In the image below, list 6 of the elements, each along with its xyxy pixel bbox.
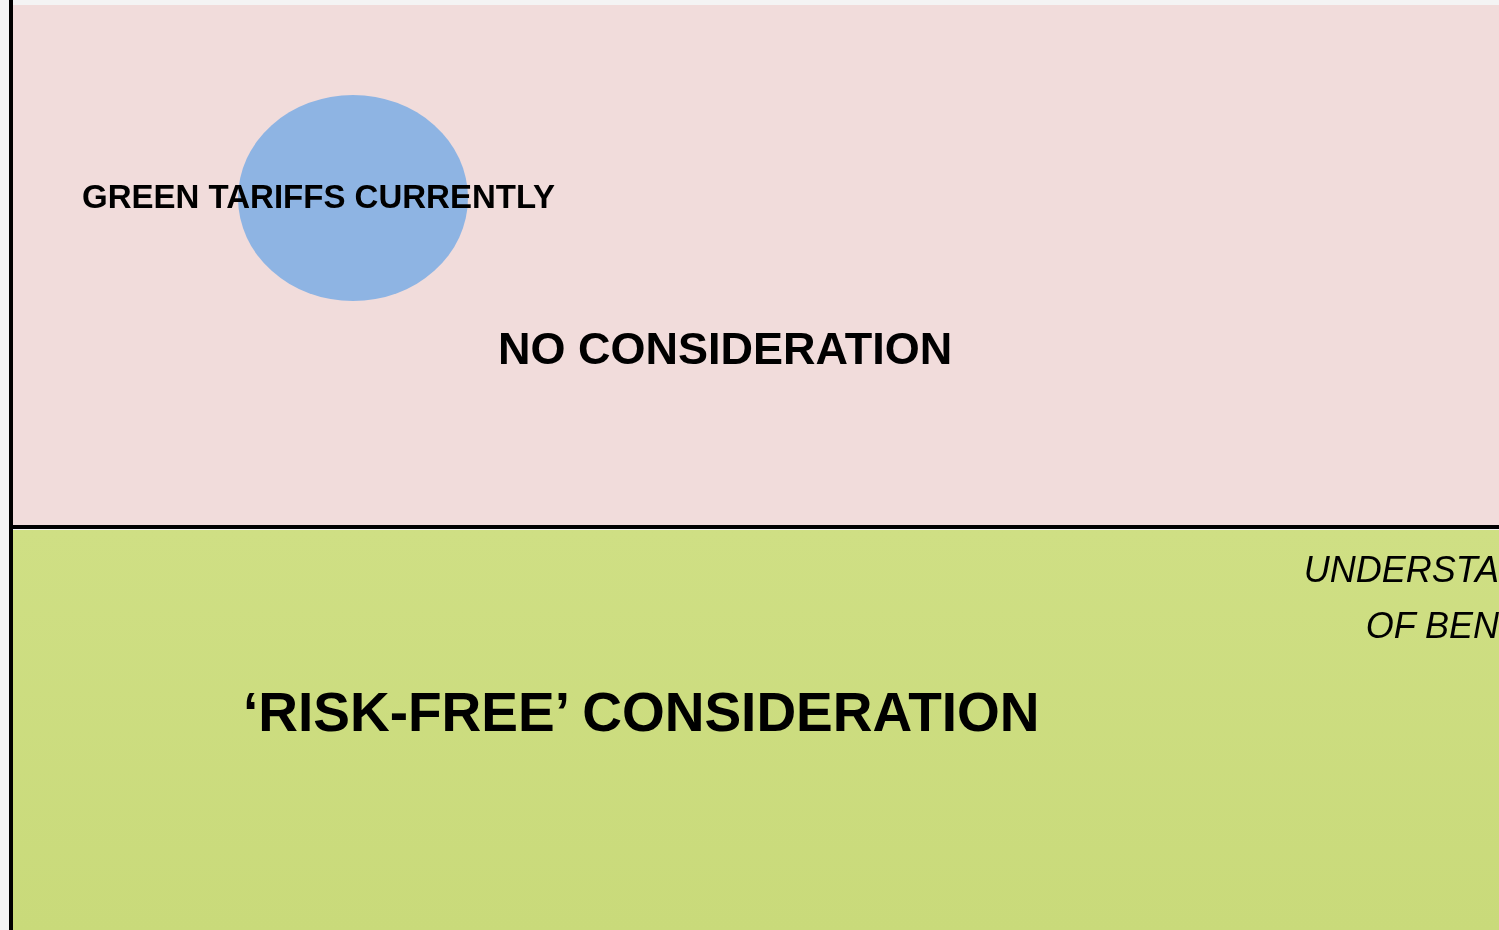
region-label: GREEN TARIFFS CURRENTLY	[82, 178, 556, 216]
axis-label: UNDERSTA OF BEN	[1302, 548, 1499, 648]
quadrant-band	[12, 530, 1499, 930]
quadrant-band	[12, 5, 1499, 527]
region-label: ‘RISK-FREE’ CONSIDERATION	[243, 680, 1040, 744]
region-label: NO CONSIDERATION	[498, 323, 953, 375]
